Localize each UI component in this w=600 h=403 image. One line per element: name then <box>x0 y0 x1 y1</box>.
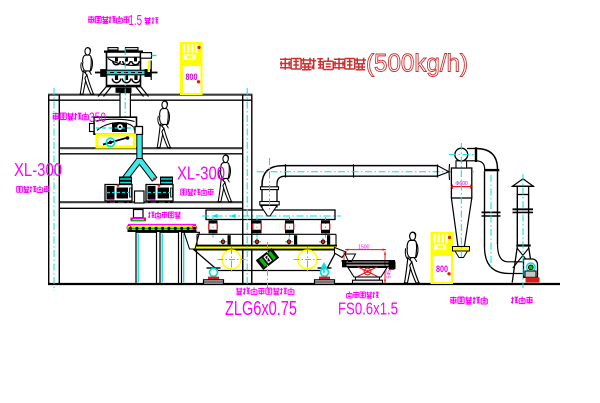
svg-text:350: 350 <box>89 110 106 125</box>
svg-text:800: 800 <box>186 72 198 82</box>
svg-text:1500: 1500 <box>358 244 370 250</box>
svg-text:XL-300: XL-300 <box>177 164 225 184</box>
svg-text:(500kg/h): (500kg/h) <box>366 50 468 78</box>
svg-text:1.5: 1.5 <box>129 12 143 29</box>
svg-text:XL-300: XL-300 <box>14 160 62 180</box>
svg-text:545: 545 <box>387 270 393 279</box>
svg-text:ZLG6x0.75: ZLG6x0.75 <box>225 298 297 320</box>
svg-text:800: 800 <box>436 264 448 274</box>
svg-text:FS0.6x1.5: FS0.6x1.5 <box>338 299 398 319</box>
